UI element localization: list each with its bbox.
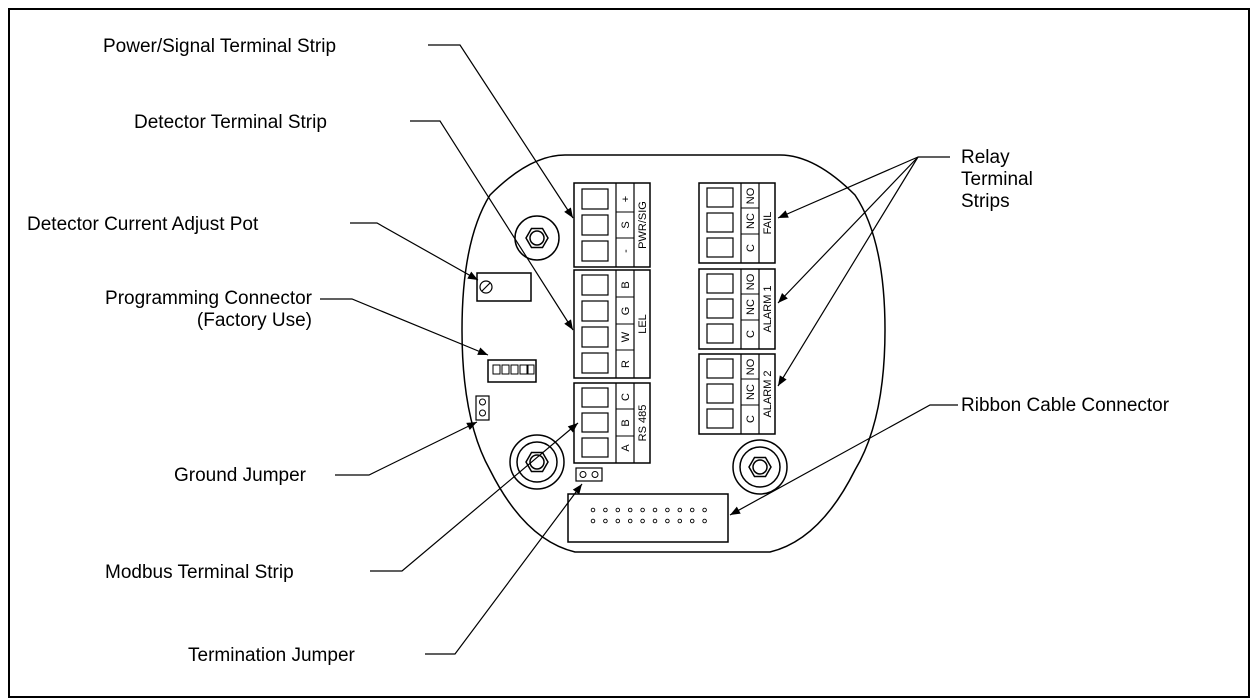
ribbon-pin — [627, 507, 633, 513]
detector-terminal-strip — [573, 269, 651, 379]
mounting-post-bottom-left — [509, 434, 565, 490]
power-signal-terminal-strip-label: Power/Signal Terminal Strip — [103, 36, 337, 57]
mounting-post-bottom-right — [732, 439, 788, 495]
ribbon-pin — [677, 518, 683, 524]
modbus-terminal-strip — [573, 382, 651, 464]
alarm1-pin-no: NO — [745, 273, 757, 290]
leader-relay-alarm1 — [777, 156, 919, 304]
leader-programming — [320, 298, 489, 356]
power-signal-terminal-strip — [573, 182, 651, 268]
ribbon-pin — [652, 518, 658, 524]
ribbon-pin — [665, 518, 670, 524]
rs485-pin-a: A — [620, 444, 632, 452]
termination-jumper-label: Termination Jumper — [188, 645, 355, 666]
rs485-label: RS 485 — [637, 405, 649, 442]
relay-terminal-strip-alarm2 — [698, 353, 776, 435]
leader-ribbon-cable — [729, 404, 958, 516]
leader-detector-strip — [410, 120, 574, 331]
programming-connector-label-line2: (Factory Use) — [196, 310, 312, 331]
ribbon-cable-connector — [567, 493, 729, 543]
relay-terminal-strip-fail — [698, 182, 776, 264]
relay-label-line3: Strips — [961, 191, 1010, 212]
diagram-canvas: - S + PWR/SIG R W G B LEL A B C RS 485 C… — [8, 8, 1250, 698]
pwr-sig-label: PWR/SIG — [637, 201, 649, 249]
leader-power-signal — [428, 44, 574, 219]
lel-label: LEL — [637, 314, 649, 334]
ground-jumper-label: Ground Jumper — [174, 465, 307, 486]
pwr-sig-pin-minus: - — [620, 249, 632, 253]
alarm2-pin-no: NO — [745, 358, 757, 375]
relay-label-line2: Terminal — [961, 169, 1033, 190]
alarm1-pin-c: C — [745, 330, 757, 338]
ribbon-pin — [702, 518, 707, 524]
ribbon-pin — [689, 518, 695, 524]
ribbon-pin — [590, 518, 596, 524]
board-outline — [461, 154, 886, 553]
modbus-terminal-strip-label: Modbus Terminal Strip — [105, 562, 294, 583]
pwr-sig-pin-plus: + — [620, 196, 632, 202]
lel-pin-b: B — [620, 281, 632, 288]
alarm1-pin-nc: NC — [745, 299, 757, 315]
relay-terminal-strip-alarm1 — [698, 268, 776, 350]
programming-connector — [487, 359, 537, 383]
programming-connector-label: Programming Connector (Factory Use) — [30, 288, 312, 332]
lel-pin-w: W — [620, 331, 632, 342]
alarm1-label: ALARM 1 — [762, 285, 774, 332]
fail-pin-c: C — [745, 244, 757, 252]
ribbon-pin — [702, 507, 707, 513]
ribbon-cable-connector-label: Ribbon Cable Connector — [961, 395, 1170, 416]
lel-pin-g: G — [620, 307, 632, 316]
ribbon-pin — [590, 507, 596, 513]
termination-jumper — [575, 467, 603, 482]
ribbon-pin — [689, 507, 695, 513]
ground-jumper — [475, 395, 490, 421]
ribbon-pin — [640, 518, 645, 524]
ribbon-pin — [665, 507, 670, 513]
ribbon-pin — [615, 518, 621, 524]
ribbon-pin — [652, 507, 658, 513]
ribbon-pin — [627, 518, 633, 524]
alarm2-pin-nc: NC — [745, 384, 757, 400]
ribbon-cable-pins — [590, 507, 707, 524]
relay-label-line1: Relay — [961, 147, 1010, 168]
detector-terminal-strip-label: Detector Terminal Strip — [134, 112, 327, 133]
alarm2-label: ALARM 2 — [762, 370, 774, 417]
fail-pin-nc: NC — [745, 213, 757, 229]
ribbon-pin — [640, 507, 645, 513]
leader-relay-alarm2 — [777, 156, 919, 387]
fail-label: FAIL — [762, 212, 774, 235]
lel-pin-r: R — [620, 360, 632, 368]
leader-current-pot — [350, 222, 479, 281]
ribbon-pin — [603, 518, 608, 524]
pwr-sig-pin-s: S — [620, 221, 632, 228]
circuit-board-drawing: - S + PWR/SIG R W G B LEL A B C RS 485 C… — [320, 44, 958, 655]
leader-termination — [425, 483, 583, 655]
mounting-post-top-left — [514, 215, 560, 261]
programming-connector-label-line1: Programming Connector — [105, 288, 312, 309]
fail-pin-no: NO — [745, 187, 757, 204]
ribbon-pin — [615, 507, 621, 513]
leader-ground-jumper — [335, 421, 478, 476]
ribbon-pin — [603, 507, 608, 513]
rs485-pin-b: B — [620, 419, 632, 426]
current-adjust-pot — [476, 272, 532, 302]
rs485-pin-c: C — [620, 393, 632, 401]
ribbon-pin — [677, 507, 683, 513]
alarm2-pin-c: C — [745, 415, 757, 423]
leader-modbus — [370, 422, 579, 572]
leader-relay-fail — [777, 156, 919, 219]
relay-terminal-strips-label: Relay Terminal Strips — [961, 147, 1033, 213]
detector-current-adjust-pot-label: Detector Current Adjust Pot — [27, 214, 259, 235]
